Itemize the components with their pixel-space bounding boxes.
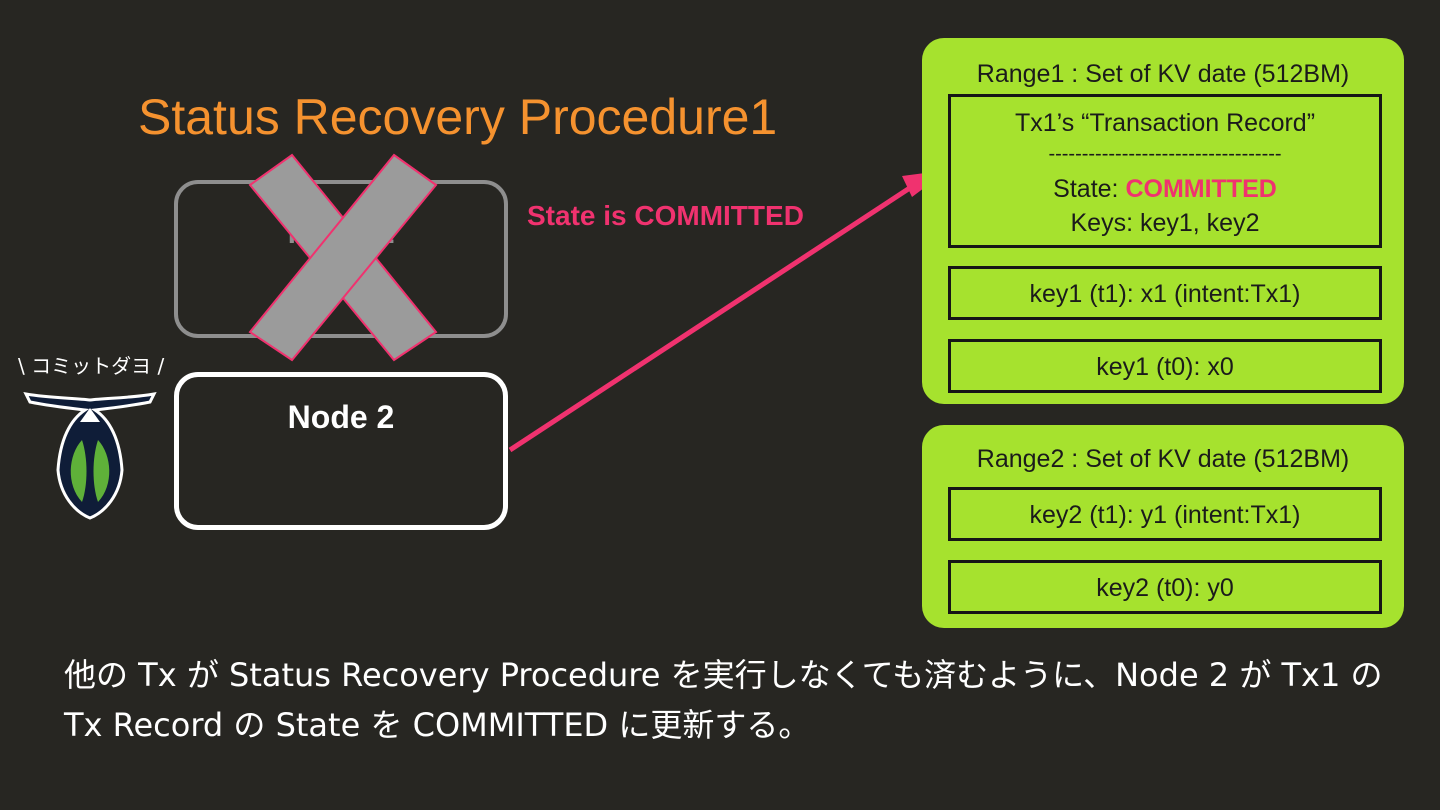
mascot-speech: \ コミットダヨ / (18, 354, 165, 378)
kv-row-key1-t1: key1 (t1): x1 (intent:Tx1) (948, 266, 1382, 320)
failed-x-icon (248, 153, 438, 362)
tx-record-state: State: COMMITTED (951, 175, 1379, 204)
tx-record-heading: Tx1’s “Transaction Record” (1014, 109, 1316, 137)
tx-record-state-value: COMMITTED (1125, 175, 1277, 203)
slide-caption: 他の Tx が Status Recovery Procedure を実行しなく… (64, 656, 1383, 744)
slide-title: Status Recovery Procedure1 (138, 89, 778, 145)
node-2-box: Node 2 (174, 372, 508, 530)
state-committed-message: State is COMMITTED (527, 200, 804, 231)
transaction-record-box: Tx1’s “Transaction Record” -------------… (948, 94, 1382, 248)
kv-row-key2-t1: key2 (t1): y1 (intent:Tx1) (948, 487, 1382, 541)
node-2-label: Node 2 (287, 399, 395, 435)
tx-record-keys: Keys: key1, key2 (1070, 209, 1260, 237)
range1-title: Range1 : Set of KV date (512BM) (976, 60, 1350, 88)
kv-row-key2-t0: key2 (t0): y0 (948, 560, 1382, 614)
kv-row-key1-t0: key1 (t0): x0 (948, 339, 1382, 393)
range1-panel: Range1 : Set of KV date (512BM) Tx1’s “T… (922, 38, 1404, 404)
tx-record-separator: ----------------------------------- (1048, 143, 1282, 165)
range2-title: Range2 : Set of KV date (512BM) (976, 445, 1350, 473)
tx-record-state-label: State: (1053, 175, 1126, 203)
range2-panel: Range2 : Set of KV date (512BM) key2 (t1… (922, 425, 1404, 628)
mascot-icon (23, 391, 157, 520)
